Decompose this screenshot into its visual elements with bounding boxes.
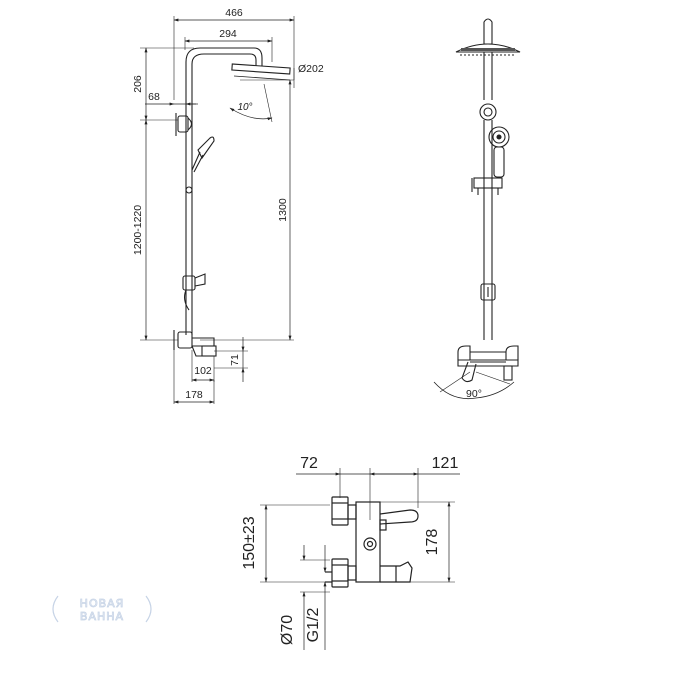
dim-total-height: 1300 xyxy=(277,198,289,222)
dim-spout-rotation: 90° xyxy=(466,388,482,400)
mixer-detail-view: 72 121 150±23 178 Ø70 G1/2 xyxy=(241,455,460,650)
front-column xyxy=(433,52,519,400)
dim-spout-length: 102 xyxy=(194,365,212,377)
mixer-dimension-lines xyxy=(264,472,460,650)
dim-left-offset: 72 xyxy=(300,455,318,472)
dim-wall-offset: 68 xyxy=(148,91,160,103)
front-overhead-shower xyxy=(455,18,521,56)
mixer-body xyxy=(325,496,419,588)
dim-total-width: 466 xyxy=(225,7,243,19)
side-view: 466 294 Ø202 206 68 10° 1200-1220 1300 7… xyxy=(132,7,324,404)
dim-arm-width: 294 xyxy=(219,28,237,40)
dim-flange-diameter: Ø70 xyxy=(279,615,296,645)
dim-head-diameter: Ø202 xyxy=(298,63,324,75)
watermark-line2: ВАННА xyxy=(80,610,124,623)
dim-mixer-depth: 178 xyxy=(185,389,203,401)
dim-head-height: 206 xyxy=(132,75,144,93)
dim-tilt-angle: 10° xyxy=(237,102,252,113)
dim-center-distance: 150±23 xyxy=(241,516,258,569)
dim-thread: G1/2 xyxy=(305,608,322,643)
dim-spout-height: 71 xyxy=(229,354,241,366)
mixer-dimension-labels: 72 121 150±23 178 Ø70 G1/2 xyxy=(241,455,458,645)
dim-handle-length: 121 xyxy=(432,455,459,472)
front-view: 90° xyxy=(433,18,521,400)
dim-height-range: 1200-1220 xyxy=(132,205,144,255)
watermark-line1: НОВАЯ xyxy=(80,597,125,610)
side-dimension-lines xyxy=(144,18,295,404)
side-dimension-labels: 466 294 Ø202 206 68 10° 1200-1220 1300 7… xyxy=(132,7,324,401)
side-extension-lines xyxy=(140,16,295,404)
side-shower-column xyxy=(173,47,291,357)
dim-mixer-height: 178 xyxy=(424,529,441,556)
watermark-logo: НОВАЯ ВАННА xyxy=(52,595,152,623)
